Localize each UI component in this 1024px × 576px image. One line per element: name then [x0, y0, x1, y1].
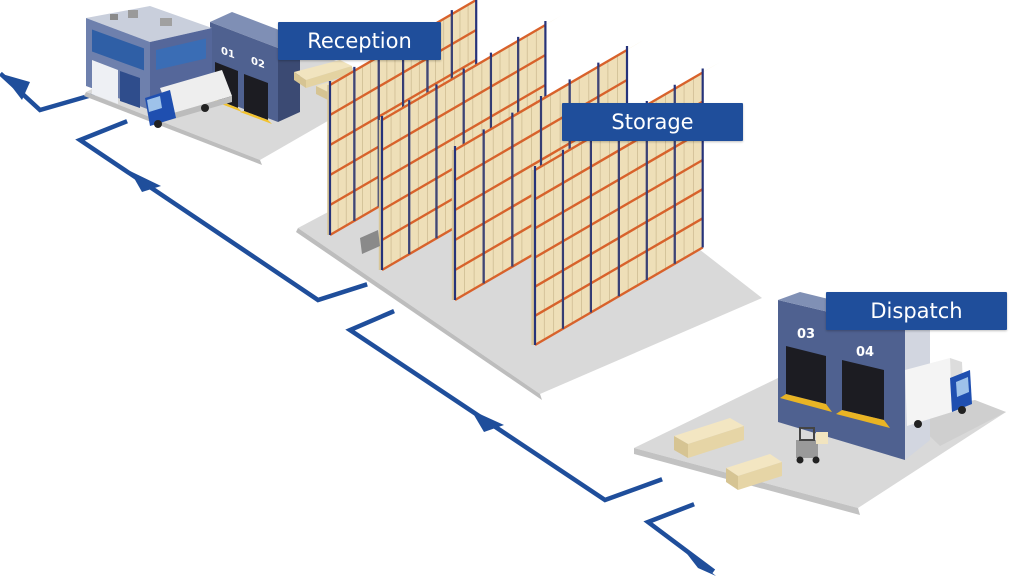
flow-arrow-icon [130, 171, 161, 192]
flow-segment-exit [643, 502, 716, 574]
flow-arrow-icon [471, 410, 504, 432]
dispatch-dock-door-03 [786, 346, 826, 404]
dispatch-dock-number-03: 03 [797, 327, 815, 342]
office-window [156, 38, 206, 70]
dispatch-dock-door-04 [842, 360, 884, 420]
office-window [92, 29, 144, 71]
reception-dock-door-02 [244, 74, 268, 120]
reception-dock-number-01: 01 [221, 45, 235, 62]
storage-area [296, 0, 762, 400]
flow-arrow-icon [684, 550, 716, 576]
dispatch-dock-number-04: 04 [856, 345, 874, 360]
reception-dock-number-02: 02 [251, 55, 265, 72]
dispatch-label: Dispatch [826, 292, 1007, 330]
storage-forklift [360, 230, 380, 254]
dispatch-pallets [674, 418, 782, 490]
flow-path [0, 71, 716, 576]
forklift [796, 427, 828, 464]
reception-truck [145, 70, 232, 128]
flow-arrow-icon [2, 74, 30, 100]
flow-segment-to-storage [75, 119, 368, 303]
storage-label: Storage [562, 103, 743, 141]
dispatch-truck [905, 358, 972, 428]
dispatch-area: 03 04 [634, 292, 1006, 515]
reception-label: Reception [278, 22, 441, 60]
